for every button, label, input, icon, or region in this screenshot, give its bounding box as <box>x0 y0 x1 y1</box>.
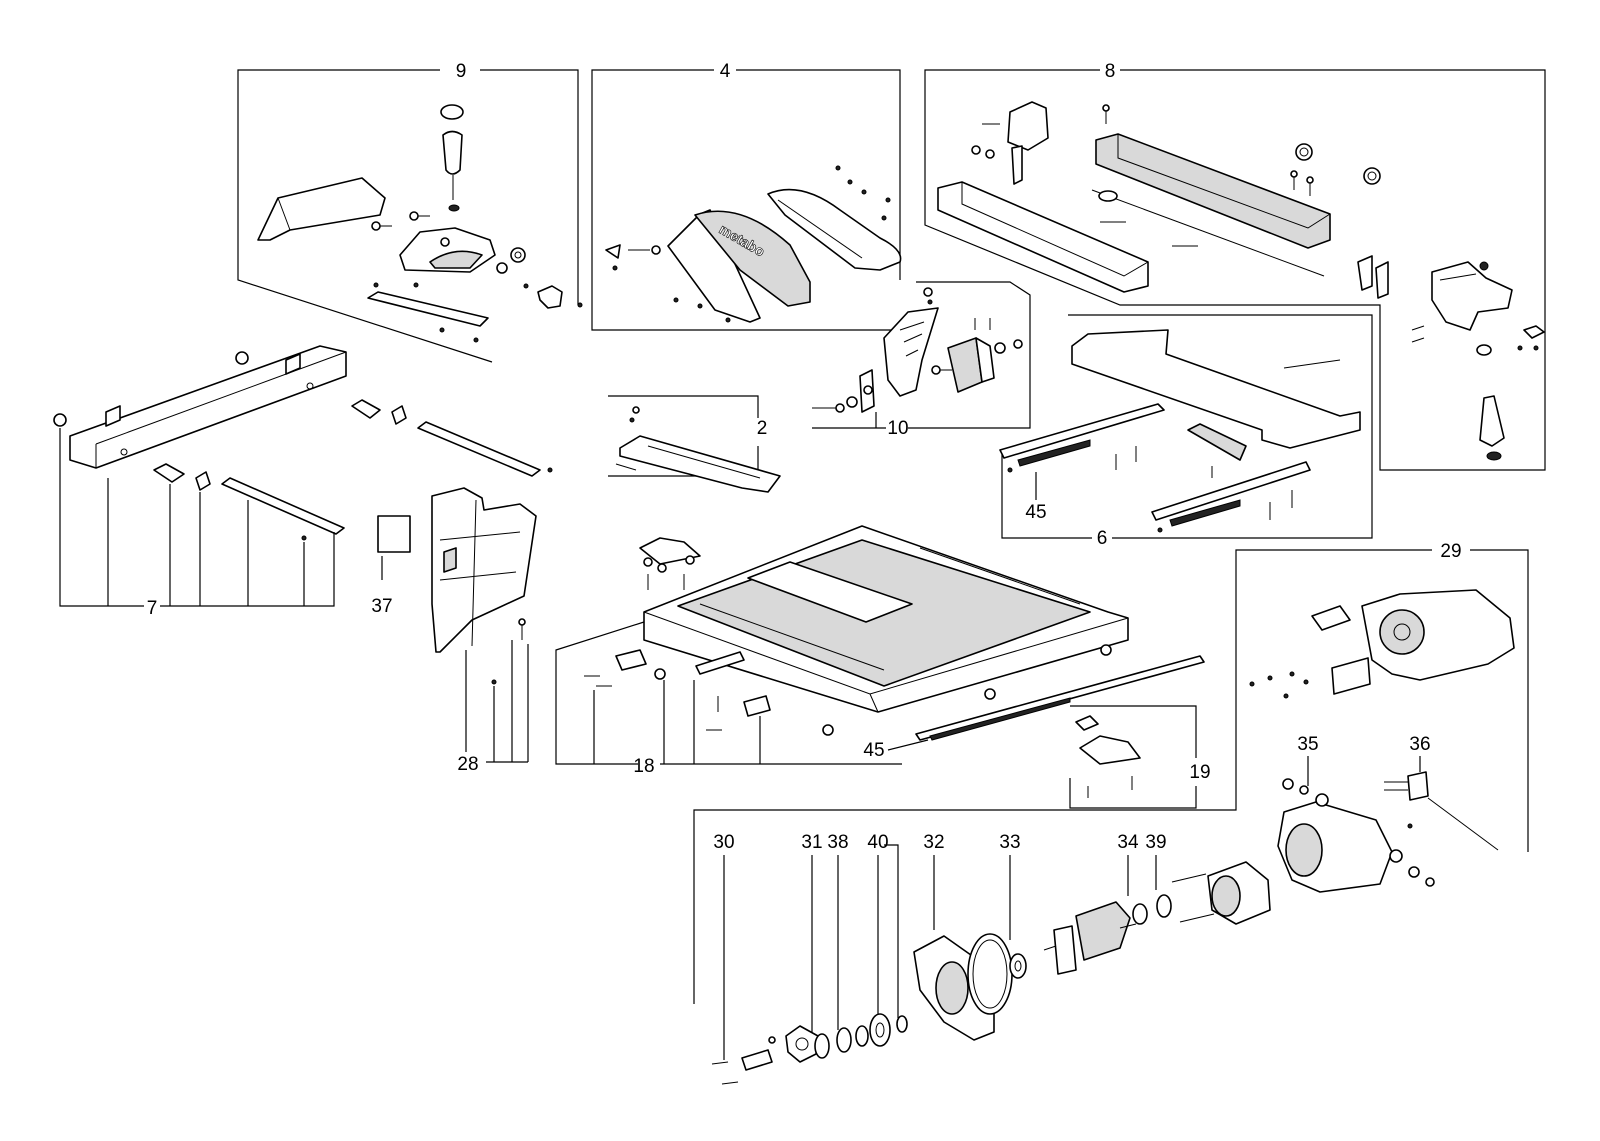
part-18-table-top: 18 <box>555 525 1129 777</box>
callout-45-lower: 45 <box>863 740 884 761</box>
callout-9: 9 <box>456 61 467 82</box>
group-2-throat-plate: 2 <box>608 395 781 493</box>
callout-36: 36 <box>1409 734 1430 755</box>
callout-2: 2 <box>757 418 768 439</box>
group-9-miter-gauge: 9 <box>237 61 583 363</box>
callout-34: 34 <box>1117 832 1139 853</box>
group-7-extension-rails: 7 <box>53 345 553 619</box>
part-45-scale-strip: 45 <box>863 655 1205 761</box>
callout-35: 35 <box>1297 734 1318 755</box>
callout-4: 4 <box>720 61 731 82</box>
callout-38: 38 <box>827 832 848 853</box>
part-19-mount: 19 <box>1069 705 1211 809</box>
group-29-motor-unit: 29 <box>693 541 1529 1004</box>
part-37-label: 37 <box>371 515 411 617</box>
callout-37: 37 <box>371 596 392 617</box>
group-4-blade-guard: 4 metabo <box>591 61 902 331</box>
callout-32: 32 <box>923 832 944 853</box>
callout-45-upper: 45 <box>1025 502 1046 523</box>
part-28-side-panel: 28 <box>431 487 537 775</box>
callout-39: 39 <box>1145 832 1166 853</box>
callout-29: 29 <box>1440 541 1461 562</box>
callout-18: 18 <box>633 756 654 777</box>
callout-7: 7 <box>147 598 158 619</box>
callout-33: 33 <box>999 832 1020 853</box>
callout-28: 28 <box>457 754 478 775</box>
part-35-36-housing: 35 36 <box>1277 734 1499 893</box>
callout-10: 10 <box>887 418 908 439</box>
callout-8: 8 <box>1105 61 1116 82</box>
group-6-sliding-table: 6 45 <box>999 314 1373 549</box>
callout-19: 19 <box>1189 762 1210 783</box>
callout-30: 30 <box>713 832 734 853</box>
callout-6: 6 <box>1097 528 1108 549</box>
group-10-bevel-bracket: 10 <box>812 281 1031 439</box>
motor-parts-row: 30 31 38 40 32 33 34 39 <box>711 832 1271 1085</box>
callout-40: 40 <box>867 832 888 853</box>
callout-31: 31 <box>801 832 822 853</box>
group-8-rip-fence: 8 <box>924 61 1546 471</box>
